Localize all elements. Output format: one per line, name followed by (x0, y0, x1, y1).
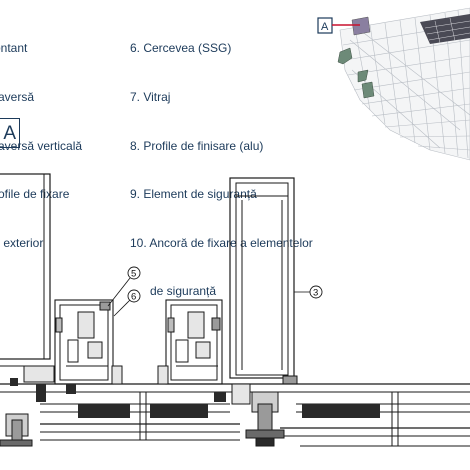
legend-item-4: rofile de fixare (0, 187, 70, 202)
legend-right-column: 6. Cercevea (SSG) 7. Vitraj 8. Profile d… (130, 8, 313, 316)
inset-callout-label: A (321, 21, 329, 33)
legend-item-2: raversă (0, 90, 35, 104)
right-profile-block (165, 299, 223, 385)
legend-left-column: ontant raversă raversă verticală rofile … (0, 8, 82, 267)
legend-item-3: raversă verticală (0, 138, 83, 153)
right-glass-unit (229, 177, 298, 385)
legend-item-9: 9. Element de siguranță (130, 187, 257, 202)
callout-3-label: 3 (313, 288, 318, 299)
legend-item-1: ontant (0, 41, 28, 56)
legend-item-7: 7. Vitraj (130, 90, 171, 104)
legend-item-10: 10. Ancoră de fixare a elementelor (130, 235, 313, 250)
fixing-anchor-left (0, 413, 33, 447)
cross-section (0, 173, 470, 447)
left-glass-unit (0, 173, 51, 360)
callout-6-label: 6 (131, 292, 136, 303)
legend-item-8: 8. Profile de finisare (alu) (130, 138, 264, 153)
callout-5-label: 5 (131, 269, 136, 280)
callout-5: 5 (107, 266, 141, 307)
facade-inset: A (317, 7, 470, 161)
gaskets (10, 378, 380, 418)
highlighted-panel (351, 16, 371, 36)
mullion-core (23, 365, 251, 405)
legend-item-10-cont: de siguranță (130, 284, 217, 299)
fixing-anchor-right (245, 391, 285, 447)
roof-panel (420, 14, 470, 44)
legend-item-6: 6. Cercevea (SSG) (130, 41, 232, 56)
anchor-brackets (337, 47, 375, 99)
left-profile-block (54, 299, 114, 385)
section-label-a: A (0, 118, 20, 148)
callout-6: 6 (113, 289, 141, 317)
callout-3: 3 (294, 285, 323, 299)
legend-item-5: c exterior (3, 235, 44, 250)
